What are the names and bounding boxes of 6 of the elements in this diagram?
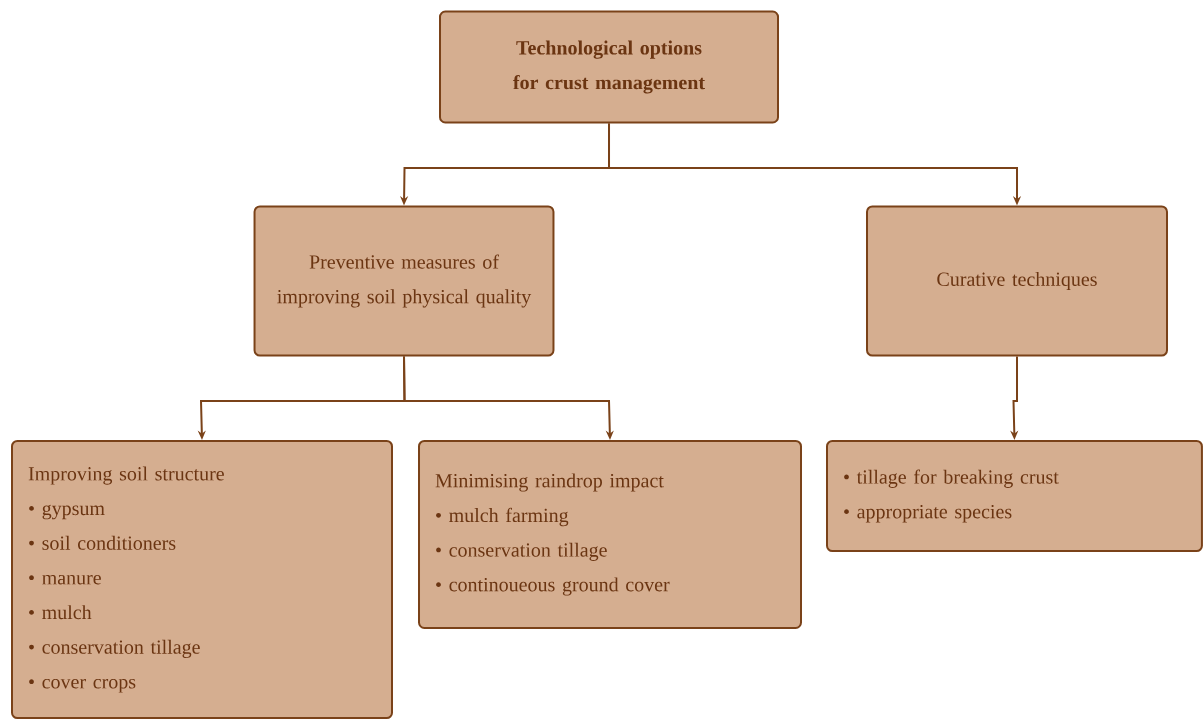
text-box: Curative techniques: [866, 205, 1168, 357]
text-box: Minimising raindrop impact • mulch farming • conservation tillage • continoueous ground cover: [418, 440, 802, 629]
title-box: Technological options for crust management: [439, 10, 779, 124]
text-box: • tillage for breaking crust • appropriate species: [826, 440, 1203, 552]
text-box: Improving soil structure • gypsum • soil conditioners • manure • mulch • conservation tillage • cover crops: [11, 440, 393, 720]
text-box: Preventive measures of improving soil physical quality: [253, 205, 555, 357]
